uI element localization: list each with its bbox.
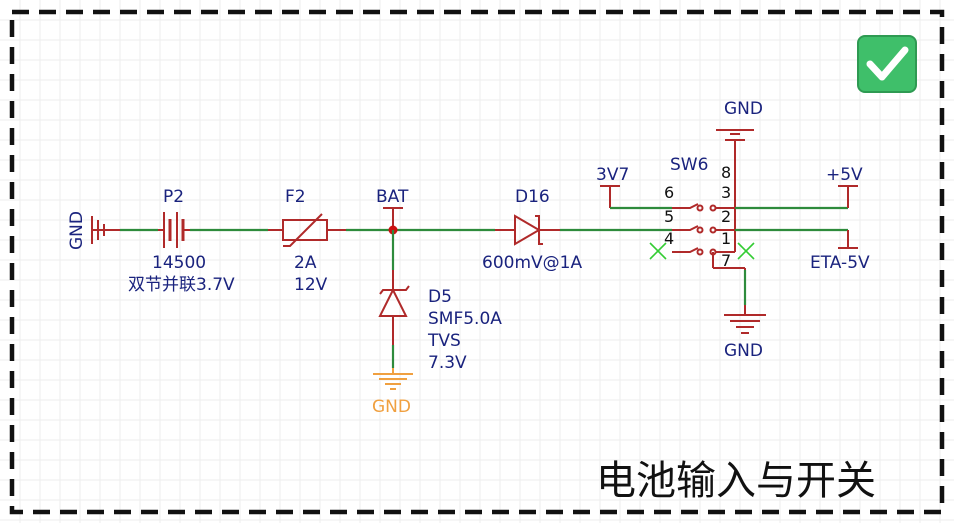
tvs-diode-d5 [378,270,410,345]
net-eta-flag [838,230,858,249]
gnd-symbol-bottom [712,252,766,334]
sw6-pin-7: 7 [721,251,731,270]
sw6-ref: SW6 [670,155,708,175]
gnd-symbol-top [716,129,754,208]
sw6-pin-2: 2 [721,207,731,226]
net-5v-label: +5V [826,165,863,185]
gnd-symbol-left [91,216,120,244]
no-connect-marker [737,242,755,260]
p2-desc: 双节并联3.7V [128,275,235,295]
gnd-left-label: GND [67,211,87,250]
f2-rating2: 12V [294,275,328,295]
sw6-pin-5: 5 [664,207,674,226]
p2-ref: P2 [163,187,184,207]
battery-p2 [158,212,190,248]
sheet-border [9,9,945,515]
f2-ref: F2 [285,187,306,207]
sw6-pin-6: 6 [664,183,674,202]
d16-value: 600mV@1A [482,253,582,273]
f2-rating1: 2A [294,253,317,273]
gnd-symbol-d5 [373,368,413,390]
d16-ref: D16 [515,187,550,207]
d5-value: SMF5.0A [428,309,502,329]
check-icon[interactable] [857,35,917,93]
gnd-bottom-label: GND [724,341,763,361]
net-3v7-label: 3V7 [596,165,629,185]
net-3v7-flag [600,185,620,208]
d5-voltage: 7.3V [428,353,467,373]
net-eta-label: ETA-5V [810,253,870,273]
diode-d16 [495,214,560,246]
p2-value: 14500 [152,253,206,273]
no-connect-marker [649,242,667,260]
net-5v-flag [838,185,858,208]
gnd-d5-label: GND [372,397,411,417]
d5-ref: D5 [428,287,452,307]
d5-type: TVS [427,331,461,351]
fuse-f2 [268,213,346,247]
sw6-pin-4: 4 [664,229,674,248]
sw6-pin-3: 3 [721,183,731,202]
net-bat-label: BAT [376,187,409,207]
gnd-top-label: GND [724,99,763,119]
sheet-title: 电池输入与开关 [596,458,876,504]
sw6-pin-1: 1 [721,229,731,248]
sw6-pin-8: 8 [721,163,731,182]
